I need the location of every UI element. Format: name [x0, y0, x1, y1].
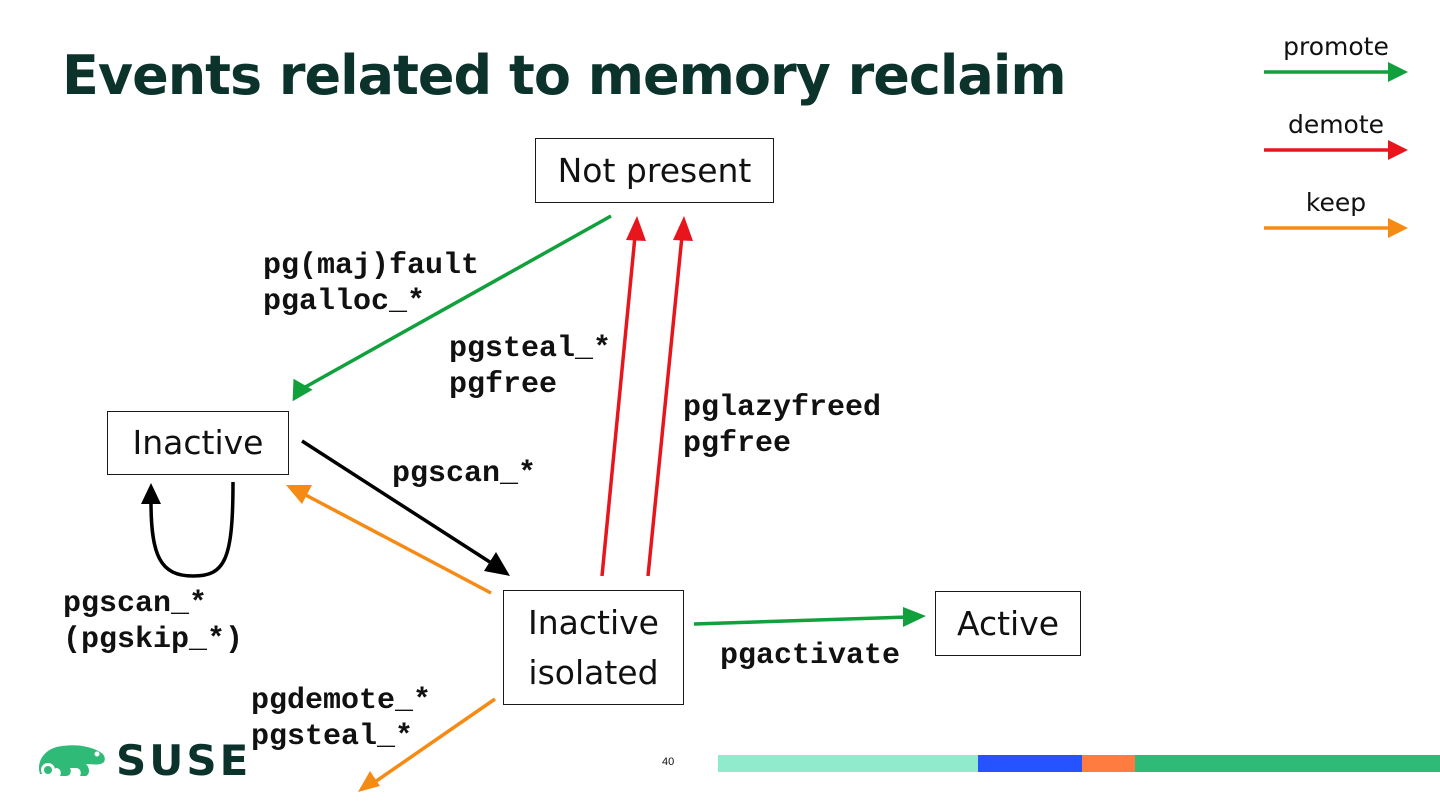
arrow-fault-head	[292, 378, 313, 402]
arrow-demote	[371, 697, 496, 786]
state-inactive: Inactive	[107, 411, 289, 475]
legend-demote-head	[1388, 140, 1408, 160]
arrow-scan	[301, 439, 497, 568]
state-not-present: Not present	[535, 138, 774, 203]
arrow-steal-free	[600, 235, 637, 577]
legend-promote-head	[1388, 62, 1408, 82]
legend-keep-label: keep	[1305, 188, 1367, 217]
label-scan: pgscan_*	[392, 457, 537, 491]
label-activate: pgactivate	[720, 639, 901, 673]
arrow-activate-head	[903, 607, 926, 627]
state-inactive-isolated-line1: Inactive	[528, 603, 659, 642]
arrow-activate	[693, 615, 909, 626]
label-demote: pgdemote_* pgsteal_*	[251, 684, 432, 754]
footer-bar-blue	[978, 755, 1082, 772]
arrow-demote-head	[358, 771, 380, 792]
footer-bar-orange	[1082, 755, 1135, 772]
arrow-scan-loop-head	[141, 483, 161, 504]
arrow-keep-back-head	[286, 485, 312, 504]
state-active-label: Active	[956, 603, 1060, 643]
suse-chameleon-logo	[38, 745, 105, 777]
label-lazyfree: pglazyfreed pgfree	[683, 391, 882, 461]
label-scan-skip: pgscan_* (pgskip_*)	[63, 587, 244, 657]
legend-demote-label: demote	[1287, 110, 1385, 139]
arrow-steal-free-head	[626, 216, 646, 241]
page-title: Events related to memory reclaim	[62, 44, 1067, 107]
suse-wordmark: SUSE	[116, 736, 252, 785]
state-inactive-isolated-line2: isolated	[528, 652, 659, 692]
label-steal-free: pgsteal_* pgfree	[449, 332, 612, 402]
state-not-present-label: Not present	[557, 150, 752, 190]
footer-bar-green	[1135, 755, 1440, 772]
state-active: Active	[935, 591, 1081, 656]
legend-keep-head	[1388, 218, 1408, 238]
state-inactive-label: Inactive	[132, 423, 264, 463]
arrow-scan-loop	[149, 481, 235, 578]
footer-bar-mint	[718, 755, 978, 772]
arrow-scan-head	[484, 552, 510, 576]
arrow-lazyfree-head	[673, 216, 693, 241]
arrow-fault	[299, 214, 612, 392]
legend-promote-label: promote	[1283, 32, 1389, 61]
page-number: 40	[662, 756, 675, 768]
label-fault: pg(maj)fault pgalloc_*	[263, 249, 480, 319]
arrow-keep-back	[299, 490, 492, 595]
arrow-lazyfree	[646, 235, 684, 577]
state-inactive-isolated: Inactive isolated	[503, 590, 684, 705]
